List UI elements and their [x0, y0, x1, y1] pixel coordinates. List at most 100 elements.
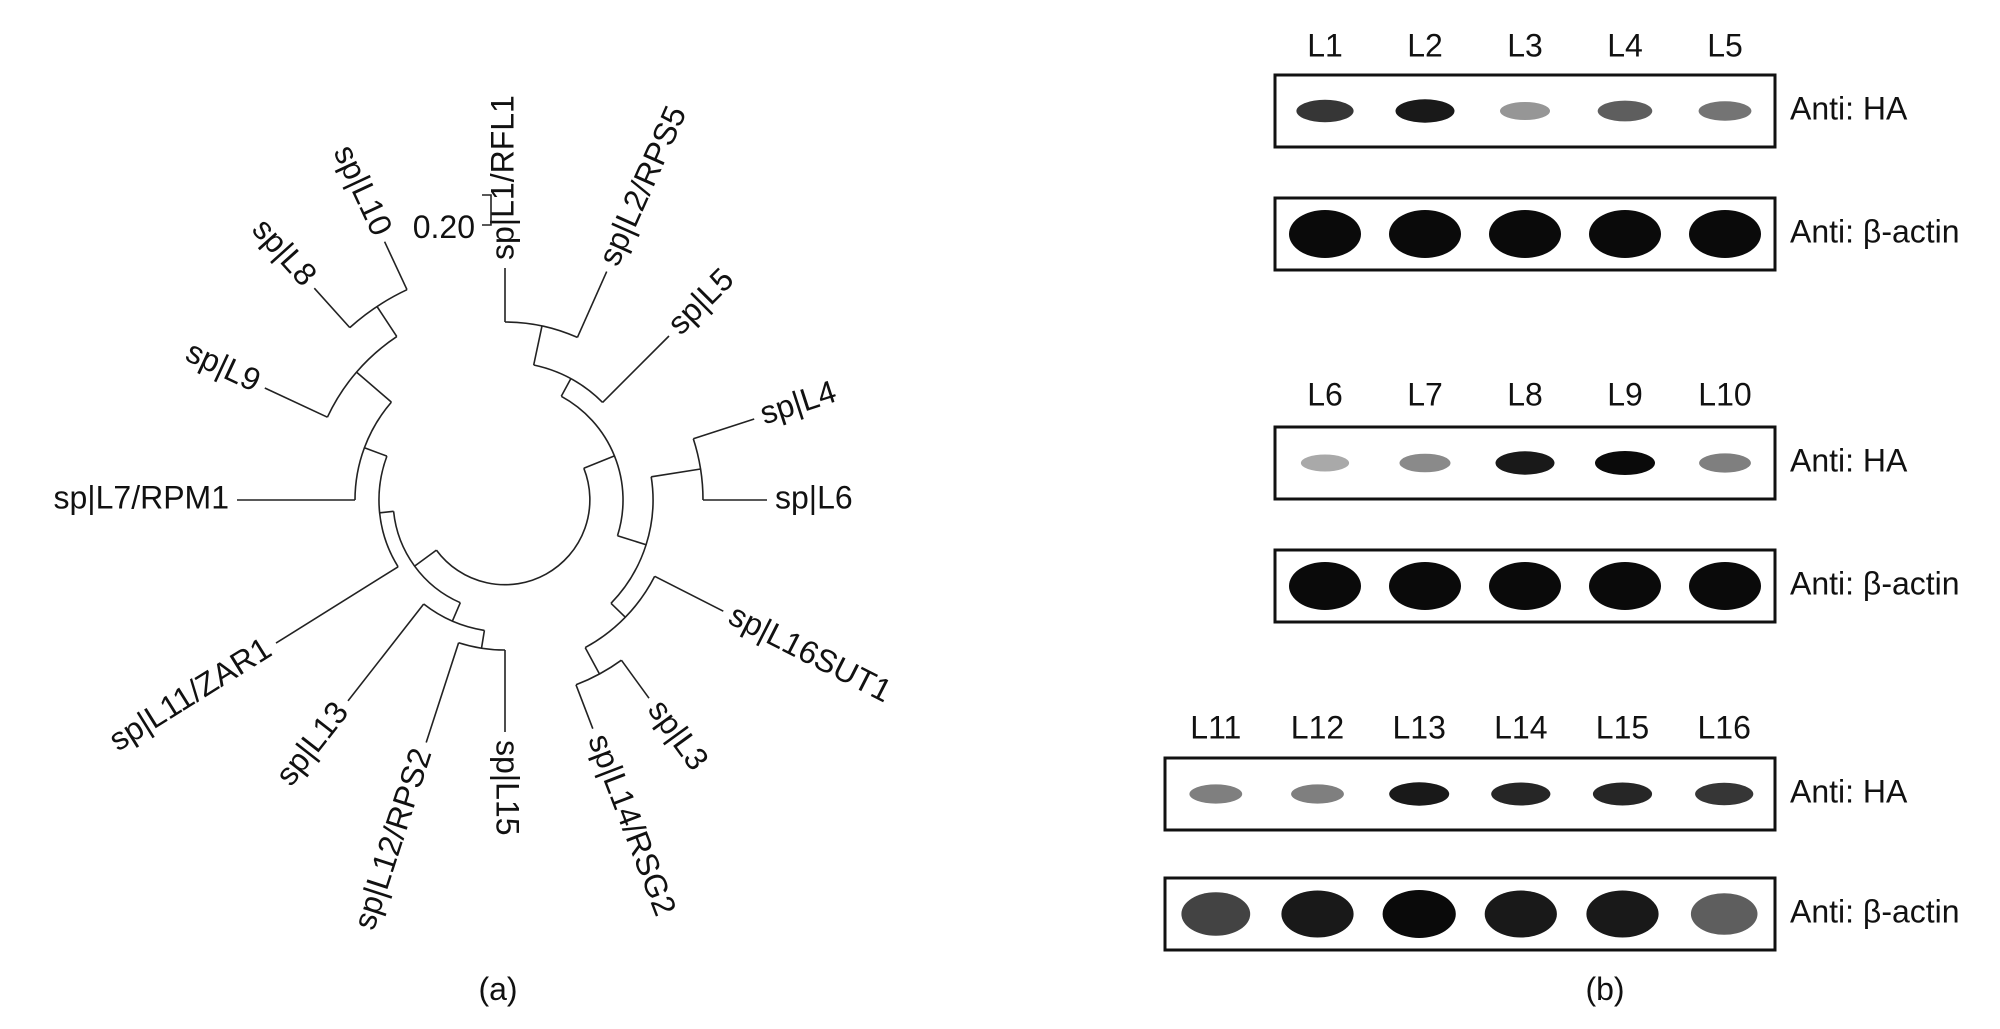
- leaf-label-l4: sp|L4: [755, 373, 840, 431]
- internal-branch: [617, 534, 647, 546]
- blot-band: [1589, 210, 1661, 258]
- tree-arc: [349, 288, 408, 329]
- lane-label-l3: L3: [1507, 27, 1543, 63]
- blot-band: [1689, 562, 1761, 610]
- blot-band: [1595, 451, 1655, 475]
- blot-band: [1289, 210, 1361, 258]
- tree-arc: [692, 438, 704, 501]
- tree-arc: [575, 659, 622, 686]
- tree-arc: [378, 455, 399, 568]
- scale-bar: 0.20: [413, 194, 492, 245]
- blot-band: [1291, 784, 1344, 804]
- tree-arc: [326, 335, 398, 418]
- leaf-label-l3: sp|L3: [641, 693, 716, 777]
- lane-label-l13: L13: [1393, 709, 1446, 745]
- internal-branch: [532, 325, 543, 366]
- blot-band: [1592, 782, 1653, 806]
- tree-arc: [610, 476, 654, 604]
- lane-label-l12: L12: [1291, 709, 1344, 745]
- lane-label-l16: L16: [1698, 709, 1751, 745]
- tree-arc: [584, 575, 656, 649]
- lane-label-l11: L11: [1190, 709, 1241, 745]
- internal-branch: [480, 630, 486, 649]
- internal-branch: [376, 306, 398, 338]
- internal-branch: [584, 647, 601, 675]
- blot-band: [1399, 453, 1451, 473]
- blot-band: [1500, 102, 1550, 120]
- blot-band: [1489, 210, 1561, 258]
- internal-branch: [583, 455, 615, 469]
- internal-branch: [560, 378, 572, 397]
- blot-band: [1589, 562, 1661, 610]
- blot-band: [1495, 451, 1555, 475]
- blot-band: [1389, 210, 1461, 258]
- blot-band: [1281, 890, 1354, 938]
- antibody-label: Anti: HA: [1790, 442, 1908, 478]
- leaf-label-l11: sp|L11/ZAR1: [102, 630, 277, 758]
- leaf-branch: [347, 603, 425, 702]
- blot-band: [1181, 892, 1251, 936]
- lane-label-l6: L6: [1307, 376, 1343, 412]
- lane-label-l9: L9: [1607, 376, 1643, 412]
- blot-band: [1484, 890, 1557, 938]
- leaf-label-l8: sp|L8: [245, 211, 324, 293]
- blot-band: [1489, 562, 1561, 610]
- blot-band: [1389, 782, 1450, 806]
- leaf-branch: [620, 659, 650, 699]
- tree-arc: [560, 395, 624, 536]
- leaf-label-l6: sp|L6: [775, 479, 853, 515]
- leaf-label-l2: sp|L2/RPS5: [591, 100, 693, 270]
- internal-branch: [451, 602, 462, 622]
- tree-branches: [237, 241, 767, 743]
- blot-band: [1289, 562, 1361, 610]
- internal-branch: [610, 602, 626, 618]
- lane-label-l5: L5: [1707, 27, 1743, 63]
- lane-label-l15: L15: [1596, 709, 1649, 745]
- leaf-branch: [602, 335, 670, 403]
- internal-branch: [651, 468, 701, 478]
- leaf-label-l16: sp|L16SUT1: [723, 597, 897, 710]
- leaf-label-l5: sp|L5: [660, 261, 740, 341]
- leaf-branch: [275, 566, 399, 644]
- internal-branch: [414, 549, 437, 567]
- internal-branch: [364, 447, 388, 457]
- leaf-label-l13: sp|L13: [268, 695, 355, 792]
- leaf-branch: [654, 575, 724, 612]
- tree-arc: [504, 321, 578, 339]
- blot-band: [1586, 890, 1659, 938]
- tree-arc: [354, 401, 393, 501]
- leaf-branch: [576, 271, 608, 338]
- scale-bar-label: 0.20: [413, 209, 475, 245]
- leaf-branch: [264, 387, 328, 418]
- blot-band: [1597, 100, 1653, 122]
- leaf-label-l12: sp|L12/RPS2: [346, 744, 438, 934]
- antibody-label: Anti: β-actin: [1790, 565, 1960, 601]
- antibody-label: Anti: HA: [1790, 773, 1908, 809]
- blot-band: [1491, 782, 1551, 806]
- blot-band: [1698, 101, 1752, 121]
- lane-label-l7: L7: [1407, 376, 1443, 412]
- blot-band: [1296, 99, 1354, 123]
- blot-membrane: [1163, 876, 1777, 952]
- leaf-label-l9: sp|L9: [181, 333, 267, 398]
- tree-arc: [533, 364, 604, 403]
- leaf-label-l14: sp|L14/RSG2: [581, 729, 683, 921]
- antibody-label: Anti: β-actin: [1790, 893, 1960, 929]
- panel-b-caption: (b): [1585, 971, 1624, 1007]
- lane-label-l4: L4: [1607, 27, 1643, 63]
- leaf-label-l10: sp|L10: [327, 139, 400, 241]
- blot-membrane: [1273, 425, 1777, 501]
- tree-arc: [435, 467, 591, 586]
- blot-band: [1382, 890, 1456, 938]
- leaf-label-l1: sp|L1/RFL1: [484, 95, 520, 260]
- lane-label-l1: L1: [1307, 27, 1343, 63]
- leaf-label-l15: sp|L15: [490, 740, 526, 836]
- antibody-label: Anti: β-actin: [1790, 213, 1960, 249]
- blot-band: [1699, 453, 1751, 473]
- tree-arc: [423, 603, 485, 632]
